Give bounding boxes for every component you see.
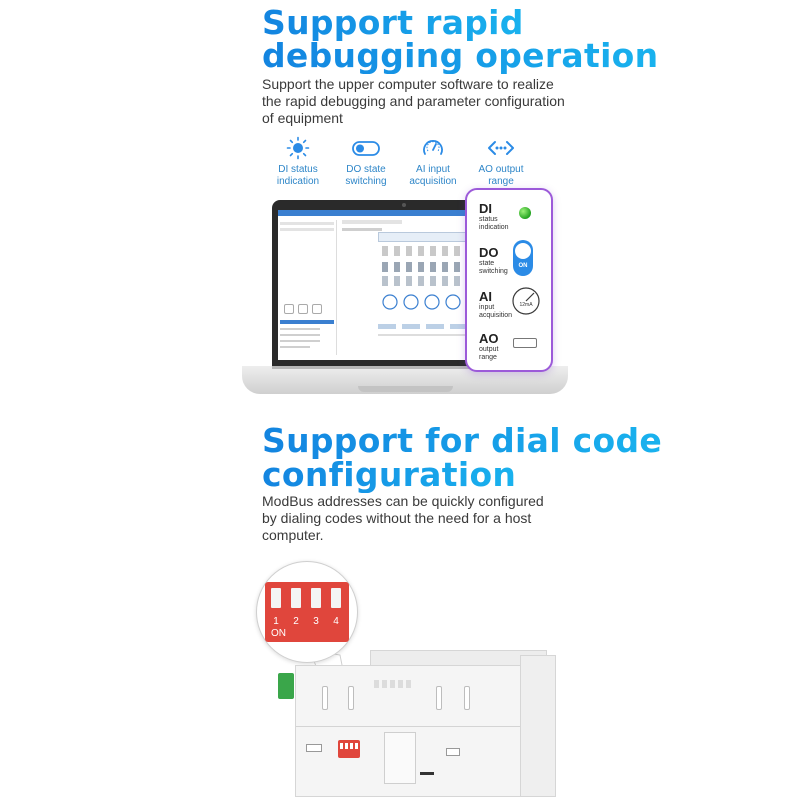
section1-desc-line3: of equipment — [262, 110, 343, 126]
panel-do-sub2: switching — [479, 268, 508, 275]
section1-title-line2: debugging operation — [262, 36, 659, 75]
ao-output-icon — [486, 136, 516, 160]
panel-di-sub2: indication — [479, 224, 509, 231]
green-terminal-block — [278, 673, 294, 699]
feature-do-state: DO state switching — [326, 136, 406, 188]
feature-di-status: DI status indication — [258, 136, 338, 188]
di-green-led-icon — [519, 207, 531, 219]
feature-label: acquisition — [409, 176, 457, 187]
software-indicator-row — [382, 246, 522, 256]
ai-gauge-dial: 12mA — [511, 286, 541, 316]
feature-label: indication — [276, 176, 320, 187]
dip-switch-callout: 1 2 3 4 ON — [256, 561, 358, 663]
section1-desc-line2: the rapid debugging and parameter config… — [262, 93, 565, 109]
section2-title-line1: Support for dial code — [262, 421, 663, 460]
panel-ao-sub2: range — [479, 354, 497, 361]
dip-on-label: ON — [271, 628, 286, 639]
do-toggle-label: ON — [518, 263, 528, 269]
laptop-trackpad — [358, 386, 453, 392]
dip-number-3: 3 — [313, 616, 319, 627]
section1-desc-line1: Support the upper computer software to r… — [262, 76, 554, 92]
panel-ao-sub1: output — [479, 346, 499, 353]
section2-title-line2: configuration — [262, 455, 517, 494]
ao-output-input[interactable] — [513, 338, 537, 348]
feature-ai-input: AI input acquisition — [393, 136, 473, 188]
feature-label: switching — [345, 176, 387, 187]
feature-ao-output: AO output range — [461, 136, 541, 188]
section2-description: ModBus addresses can be quickly configur… — [262, 493, 582, 544]
panel-do-row: DO state switching ON — [479, 240, 549, 286]
device-image: 1 2 3 4 ON — [240, 555, 560, 800]
feature-label: AI input — [416, 164, 450, 175]
panel-ao-title: AO — [479, 331, 499, 346]
dip-number-4: 4 — [333, 616, 339, 627]
ai-gauge-icon — [421, 136, 445, 160]
di-status-icon — [286, 136, 310, 160]
panel-ai-sub1: input — [479, 304, 495, 311]
dip-number-1: 1 — [273, 616, 279, 627]
feature-label: AO output — [478, 164, 524, 175]
ai-gauge-value: 12mA — [519, 302, 533, 308]
do-toggle-icon — [351, 136, 381, 160]
panel-di-row: DI status indication — [479, 202, 549, 242]
dip-switch-large[interactable]: 1 2 3 4 ON — [265, 582, 349, 642]
panel-di-title: DI — [479, 201, 492, 216]
panel-do-title: DO — [479, 245, 499, 260]
panel-ai-sub2: acquisition — [479, 312, 513, 319]
section2-desc-line3: computer. — [262, 527, 324, 543]
feature-label: range — [488, 176, 514, 187]
software-titlebar — [278, 210, 532, 216]
feature-panel-card: DI status indication DO state switching … — [465, 188, 553, 372]
software-left-panel — [280, 220, 337, 355]
dip-number-2: 2 — [293, 616, 299, 627]
panel-di-sub1: status — [479, 216, 498, 223]
laptop-camera — [402, 203, 406, 207]
laptop-hinge — [272, 366, 538, 369]
feature-label: DI status — [278, 164, 318, 175]
device-body — [295, 665, 522, 797]
panel-do-sub1: state — [479, 260, 495, 267]
do-toggle-switch[interactable]: ON — [513, 240, 533, 276]
device-side-module — [520, 655, 556, 797]
section1-description: Support the upper computer software to r… — [262, 76, 602, 127]
panel-ai-title: AI — [479, 289, 492, 304]
dip-switch-small[interactable] — [338, 740, 360, 758]
software-main-area — [378, 232, 530, 356]
section2-desc-line1: ModBus addresses can be quickly configur… — [262, 493, 544, 509]
feature-label: DO state — [346, 164, 386, 175]
section2-desc-line2: by dialing codes without the need for a … — [262, 510, 532, 526]
section1-title-line1: Support rapid — [262, 3, 524, 42]
panel-ao-row: AO output range — [479, 332, 549, 366]
panel-ai-row: AI input acquisition 12mA — [479, 287, 549, 326]
